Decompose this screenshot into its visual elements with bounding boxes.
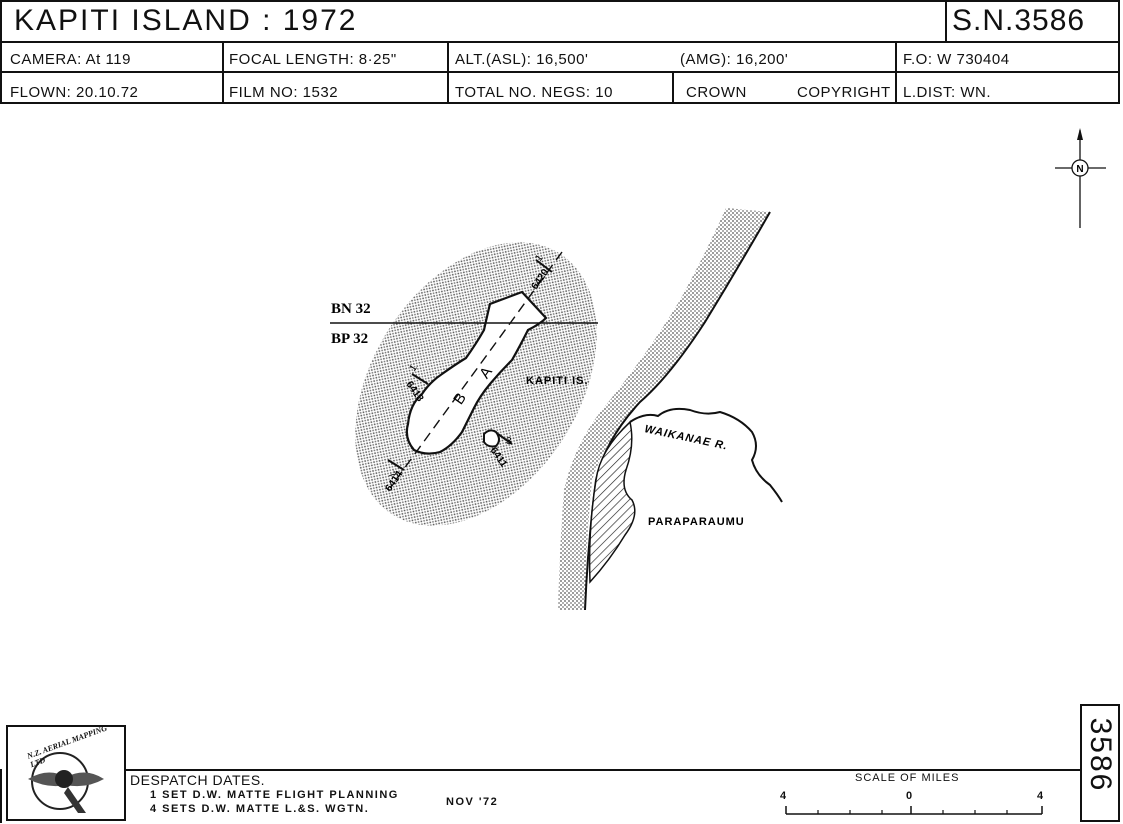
survey-title: KAPITI ISLAND : 1972: [14, 4, 358, 37]
scale-right-value: 4: [1037, 790, 1044, 802]
frame-ticks: [387, 259, 553, 471]
footer-left-rule: [0, 769, 2, 823]
frame-run-7: 7: [386, 469, 398, 480]
total-negatives-field: TOTAL NO. NEGS: 10: [455, 84, 613, 101]
header-divider-sn: [945, 0, 947, 42]
despatch-line-2: 4 SETS D.W. MATTE L.&S. WGTN.: [150, 803, 370, 815]
river-label: WAIKANAE R.: [643, 423, 729, 452]
header-divider-1: [222, 42, 224, 104]
small-islet: [483, 429, 500, 448]
header-rule-2: [0, 71, 1120, 73]
grid-label-bn: BN 32: [331, 301, 371, 317]
altitude-asl-field: ALT.(ASL): 16,500': [455, 51, 589, 68]
header-rule-1: [0, 41, 1120, 43]
header-divider-2: [447, 42, 449, 104]
waikanae-river: [629, 407, 783, 503]
copyright-label: COPYRIGHT: [797, 84, 891, 101]
flight-order-field: F.O: W 730404: [903, 51, 1010, 68]
scale-bar: [785, 806, 1043, 815]
scale-mid-value: 0: [906, 790, 913, 802]
logo-box: N.Z. AERIAL MAPPING LTD: [6, 723, 126, 821]
focal-length-field: FOCAL LENGTH: 8·25": [229, 51, 397, 68]
frame-run-1-mid: 1: [407, 362, 419, 373]
scale-left-value: 4: [780, 790, 787, 802]
despatch-date: NOV '72: [446, 796, 499, 808]
north-symbol: N: [1076, 164, 1083, 175]
film-number-field: FILM NO: 1532: [229, 84, 339, 101]
flight-line: [389, 251, 563, 489]
kapiti-island: [405, 290, 548, 455]
frame-run-1-top: 1: [533, 252, 545, 263]
despatch-title: DESPATCH DATES.: [130, 772, 266, 788]
despatch-line-1: 1 SET D.W. MATTE FLIGHT PLANNING: [150, 789, 399, 801]
flown-date-field: FLOWN: 20.10.72: [10, 84, 139, 101]
local-district-field: L.DIST: WN.: [903, 84, 992, 101]
crown-label: CROWN: [686, 84, 747, 101]
frame-run-3: 3: [506, 436, 512, 447]
scale-title: SCALE OF MILES: [855, 772, 960, 784]
north-arrow: N: [1055, 128, 1106, 228]
header-divider-3: [672, 73, 674, 104]
altitude-amg-field: (AMG): 16,200': [680, 51, 789, 68]
grid-label-bp: BP 32: [331, 331, 368, 347]
camera-field: CAMERA: At 119: [10, 51, 131, 68]
sheet-number: 3586: [1084, 717, 1117, 793]
sortie-number: S.N.3586: [952, 4, 1086, 37]
island-label: KAPITI IS.: [526, 375, 589, 387]
paraparaumu-area: [588, 420, 636, 584]
town-label: PARAPARAUMU: [648, 516, 745, 528]
sheet-number-box: [1080, 704, 1120, 822]
header-table: [0, 0, 1120, 104]
header-divider-4: [895, 42, 897, 104]
footer-top-rule: [126, 769, 1080, 771]
